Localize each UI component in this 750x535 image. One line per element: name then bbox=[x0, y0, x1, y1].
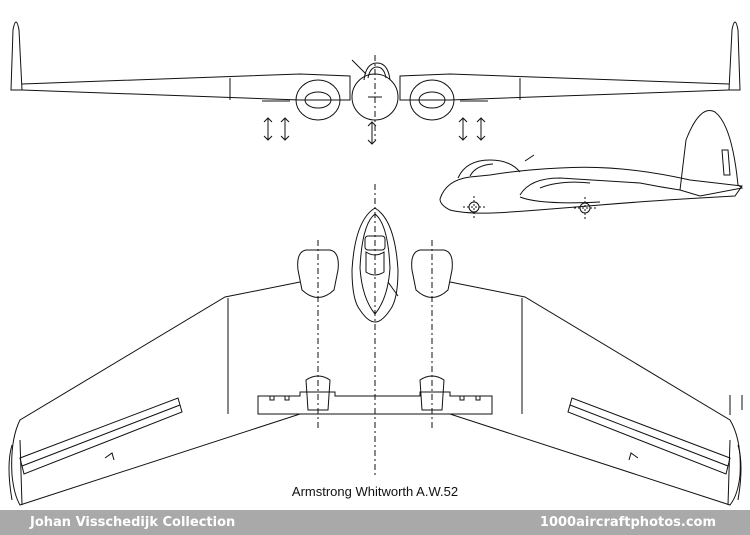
right-wing-front bbox=[400, 74, 729, 100]
fuselage-plan bbox=[352, 208, 398, 322]
wing-plan bbox=[12, 282, 741, 505]
front-gear-symbols bbox=[264, 118, 485, 144]
front-view bbox=[11, 22, 740, 144]
footer-bar: Johan Visschedijk Collection 1000aircraf… bbox=[0, 510, 750, 535]
center-flaps bbox=[258, 392, 492, 414]
footer-credit-right: 1000aircraftphotos.com bbox=[539, 515, 716, 530]
side-view bbox=[440, 111, 742, 219]
fuselage-side bbox=[440, 167, 742, 213]
three-view-drawing bbox=[0, 0, 750, 510]
left-wingtip-fin bbox=[11, 22, 22, 90]
right-nacelle-plan bbox=[412, 250, 453, 298]
left-wing-front bbox=[22, 74, 350, 100]
plan-view bbox=[9, 184, 742, 505]
drawing-caption: Armstrong Whitworth A.W.52 bbox=[291, 484, 459, 499]
right-wingtip-fin bbox=[729, 22, 740, 90]
canopy-side bbox=[458, 160, 520, 178]
canopy-front bbox=[364, 63, 390, 80]
side-gear-symbols bbox=[463, 196, 596, 219]
left-elevon bbox=[20, 398, 182, 474]
footer-credit-left: Johan Visschedijk Collection bbox=[30, 515, 236, 530]
tail-fin-side bbox=[680, 111, 742, 196]
right-nacelle-front bbox=[410, 80, 454, 120]
left-nacelle-front bbox=[296, 80, 340, 120]
left-nacelle-plan bbox=[298, 250, 339, 298]
right-elevon bbox=[568, 398, 730, 474]
